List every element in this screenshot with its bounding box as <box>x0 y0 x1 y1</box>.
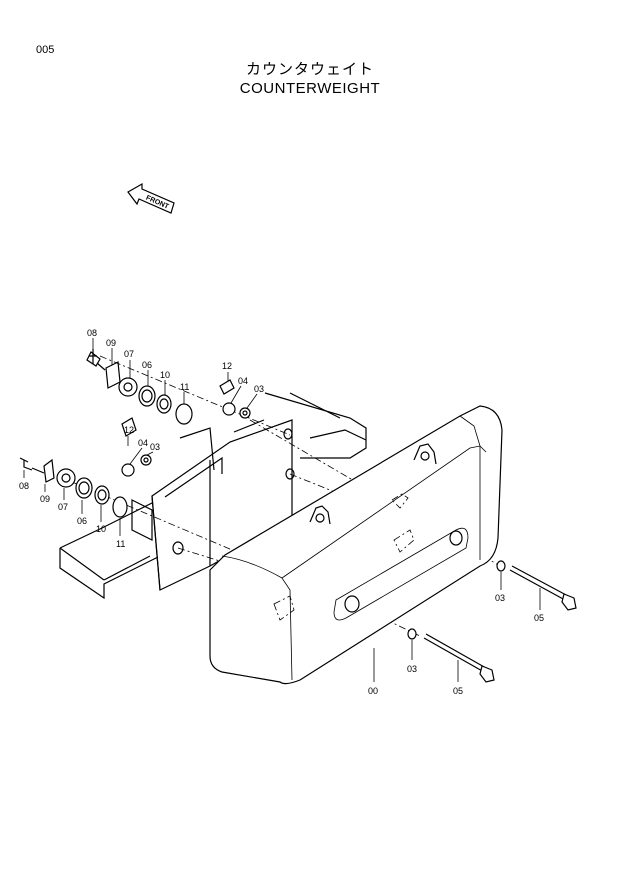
bolts-right <box>407 560 577 683</box>
page-number: 005 <box>36 44 55 56</box>
machine-frame <box>59 392 367 600</box>
callout-10-lower: 10 <box>96 524 106 534</box>
callout-11-lower: 11 <box>116 539 125 549</box>
callout-12-upper: 12 <box>222 361 232 371</box>
callout-05-bottom: 05 <box>453 686 463 696</box>
callout-09-upper: 09 <box>106 338 116 348</box>
callout-09-lower: 09 <box>40 494 50 504</box>
callout-08-lower: 08 <box>19 481 29 491</box>
callout-05-right: 05 <box>534 613 544 623</box>
title-english: COUNTERWEIGHT <box>239 80 381 97</box>
front-arrow-icon: FRONT <box>127 182 175 214</box>
callout-03-right: 03 <box>495 593 505 603</box>
callout-04-upper: 04 <box>238 376 248 386</box>
callout-11-upper: 11 <box>180 382 189 392</box>
lower-parts-group <box>19 417 152 518</box>
mount-bracket <box>131 419 295 591</box>
callout-03-upper: 03 <box>254 384 264 394</box>
callout-07-lower: 07 <box>58 502 68 512</box>
title-japanese: カウンタウェイト <box>245 60 374 78</box>
callout-12-lower: 12 <box>124 425 134 435</box>
callout-07-upper: 07 <box>124 349 134 359</box>
callout-06-lower: 06 <box>77 516 87 526</box>
callout-03-lower: 03 <box>150 442 160 452</box>
leader-lines <box>23 338 541 682</box>
counterweight-body <box>209 405 503 685</box>
callout-labels: 08 09 07 06 10 11 12 04 03 12 04 03 08 0… <box>19 328 544 696</box>
callout-04-lower: 04 <box>138 438 148 448</box>
callout-03-bottom: 03 <box>407 664 417 674</box>
callout-06-upper: 06 <box>142 360 152 370</box>
callout-00: 00 <box>368 686 378 696</box>
upper-parts-group <box>86 349 251 425</box>
callout-08-upper: 08 <box>87 328 97 338</box>
callout-10-upper: 10 <box>160 370 170 380</box>
